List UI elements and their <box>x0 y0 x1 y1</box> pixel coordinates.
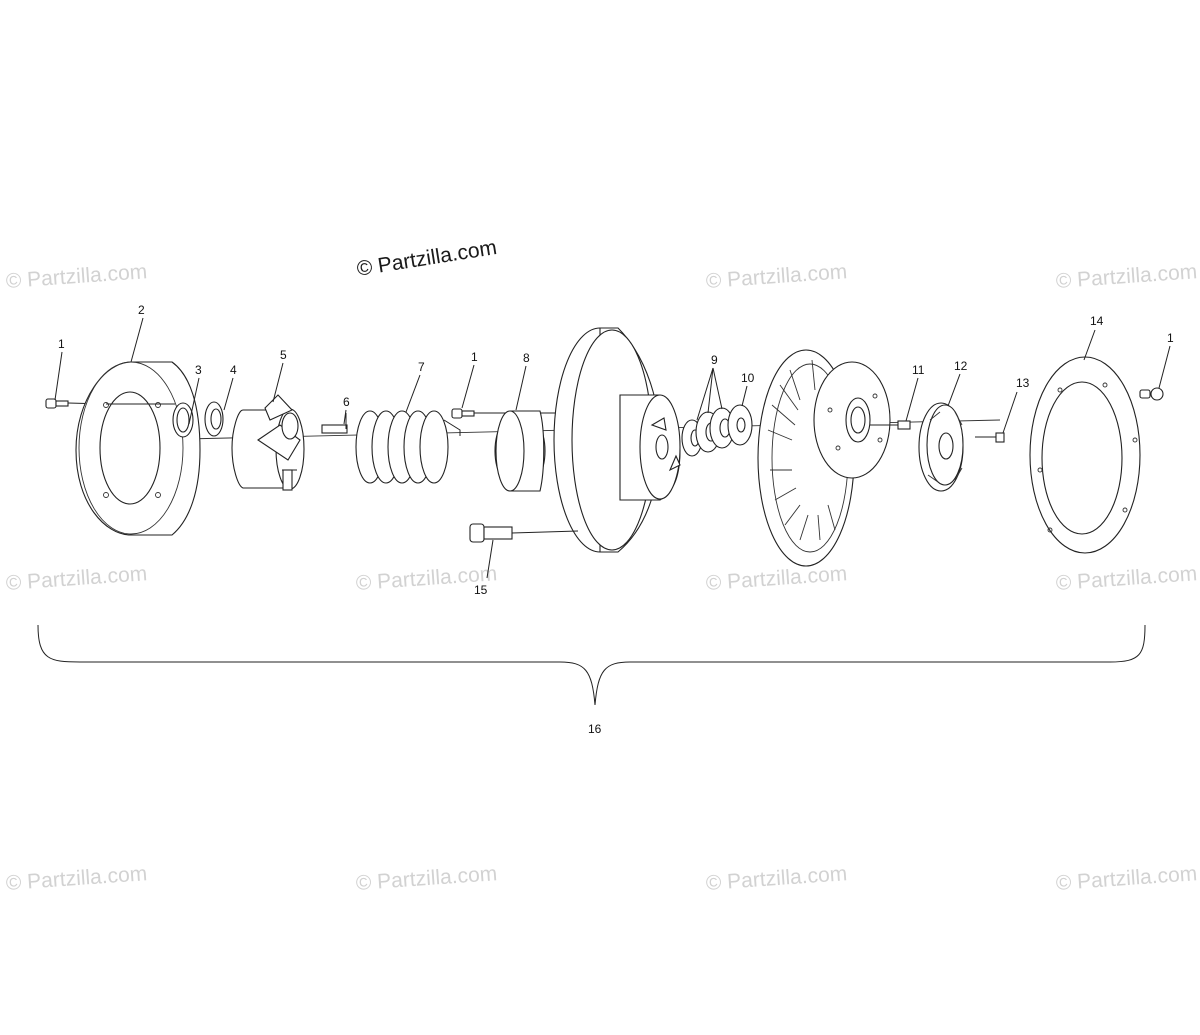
callout-3: 3 <box>195 363 202 377</box>
callout-1: 1 <box>58 337 65 351</box>
leader-line <box>272 362 284 403</box>
callout-10: 10 <box>741 371 755 385</box>
leader-line <box>905 377 919 422</box>
assembly-brace <box>37 624 1146 706</box>
leader-line <box>1158 345 1171 389</box>
callout-8: 8 <box>523 351 530 365</box>
part-9-rollers[interactable] <box>681 407 735 457</box>
part-1-bolt-right[interactable] <box>1139 387 1164 401</box>
part-8-sleeve[interactable] <box>494 410 566 492</box>
callout-5: 5 <box>280 348 287 362</box>
moveable-sheave[interactable] <box>553 327 681 553</box>
part-5-cam[interactable] <box>231 394 305 491</box>
part-10-washer[interactable] <box>727 404 753 446</box>
leader-line <box>343 409 347 425</box>
leader-line <box>54 351 63 401</box>
leader-line <box>461 364 475 409</box>
callout-12: 12 <box>954 359 968 373</box>
part-7-spring[interactable] <box>355 410 461 484</box>
callout-9: 9 <box>711 353 718 367</box>
leader-line <box>1083 329 1096 361</box>
part-6-pin[interactable] <box>321 413 348 434</box>
part-3-snap-ring[interactable] <box>172 402 194 438</box>
callout-1: 1 <box>1167 331 1174 345</box>
part-12-plate[interactable] <box>918 402 964 492</box>
callout-7: 7 <box>418 360 425 374</box>
callout-6: 6 <box>343 395 350 409</box>
leader-line <box>707 367 714 414</box>
part-13-bolt[interactable] <box>975 432 1005 443</box>
fixed-sheave[interactable] <box>757 349 891 567</box>
leader-line <box>223 377 234 411</box>
part-1-bolt-middle[interactable] <box>451 408 510 419</box>
part-2-cover-plate[interactable] <box>75 361 201 536</box>
callout-2: 2 <box>138 303 145 317</box>
callout-4: 4 <box>230 363 237 377</box>
leader-line <box>741 385 748 407</box>
part-14-outer-plate[interactable] <box>1029 356 1141 554</box>
part-4-washer[interactable] <box>204 401 224 437</box>
callout-14: 14 <box>1090 314 1104 328</box>
callout-13: 13 <box>1016 376 1030 390</box>
leader-line <box>515 365 527 411</box>
leader-line <box>712 367 723 410</box>
leader-line <box>1002 391 1018 434</box>
callout-16: 16 <box>588 722 602 736</box>
leader-line <box>405 374 421 413</box>
part-11-screw[interactable] <box>870 420 911 430</box>
callout-1: 1 <box>471 350 478 364</box>
leader-line <box>696 367 714 421</box>
leader-line <box>130 317 144 363</box>
callout-15: 15 <box>474 583 488 597</box>
part-15-fitting[interactable] <box>469 523 579 543</box>
callout-11: 11 <box>912 363 925 377</box>
leader-line <box>188 377 200 425</box>
leader-line <box>486 539 494 579</box>
leader-line <box>947 373 961 407</box>
